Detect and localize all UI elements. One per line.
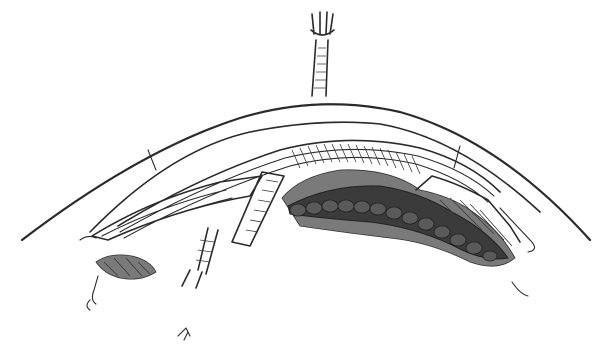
spatula-icon <box>182 172 284 288</box>
forceps-icon <box>311 12 334 96</box>
left-tissue <box>80 236 156 310</box>
bottom-mark <box>178 328 190 340</box>
